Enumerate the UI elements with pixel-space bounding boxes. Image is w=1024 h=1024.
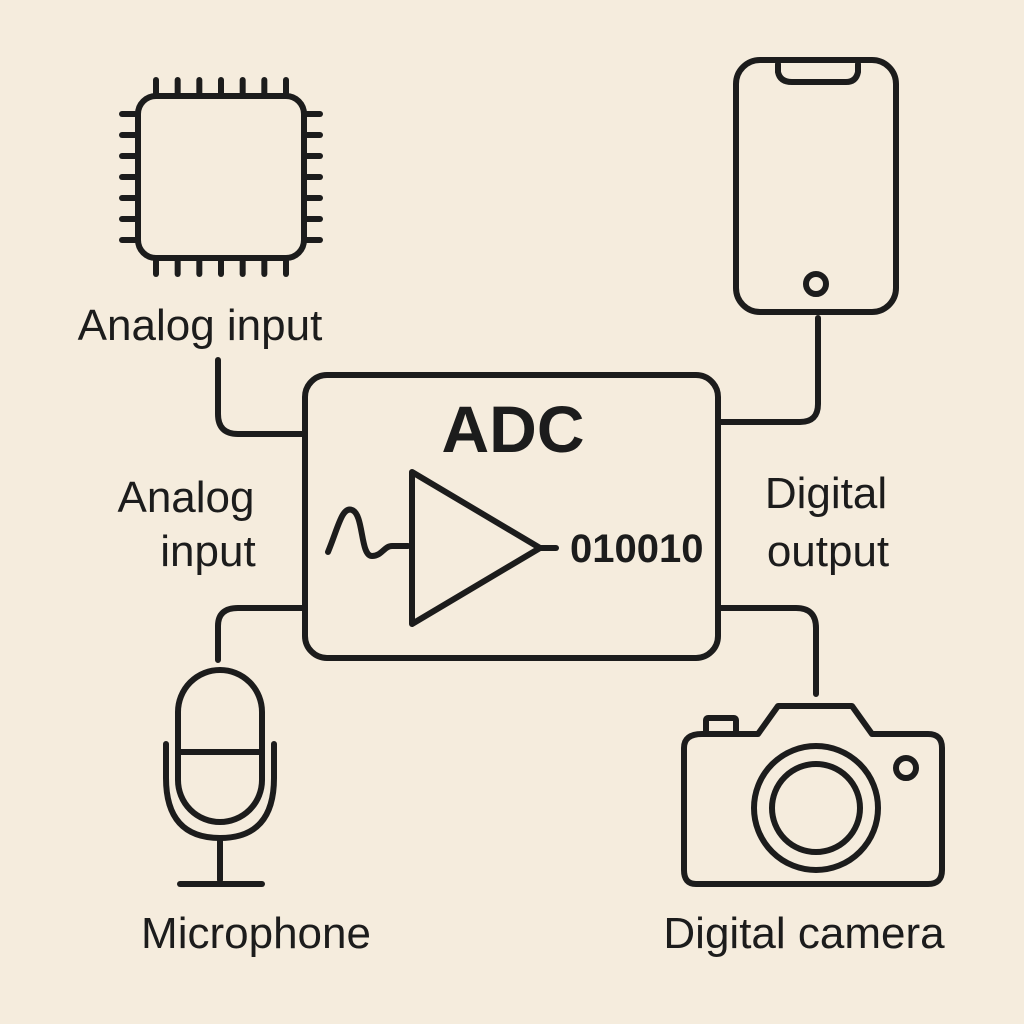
smartphone-icon [733, 57, 899, 315]
connector-chip-to-adc [215, 357, 308, 437]
label-analog-input-top: Analog input [78, 301, 323, 350]
adc-digital-bits: 010010 [570, 527, 703, 571]
adc-block: ADC 010010 [302, 372, 721, 661]
connector-camera-to-adc [715, 605, 819, 697]
microphone-icon [163, 667, 277, 887]
connector-phone-to-adc [715, 315, 821, 425]
chip-icon [119, 77, 323, 277]
label-microphone: Microphone [141, 909, 371, 958]
label-digital-output-line1: Digital [765, 469, 887, 518]
sine-wave-icon [325, 506, 411, 559]
label-digital-camera: Digital camera [663, 909, 945, 958]
camera-icon [681, 703, 945, 887]
connectors [215, 315, 821, 697]
amplifier-triangle-icon [409, 469, 543, 627]
chip-pins [119, 77, 323, 277]
adc-box [302, 372, 721, 661]
connector-mic-to-adc [215, 605, 308, 663]
adc-title: ADC [442, 392, 585, 466]
label-analog-input-side-line1: Analog [117, 473, 254, 522]
label-digital-output-line2: output [767, 527, 889, 576]
label-analog-input-side-line2: input [160, 527, 255, 576]
